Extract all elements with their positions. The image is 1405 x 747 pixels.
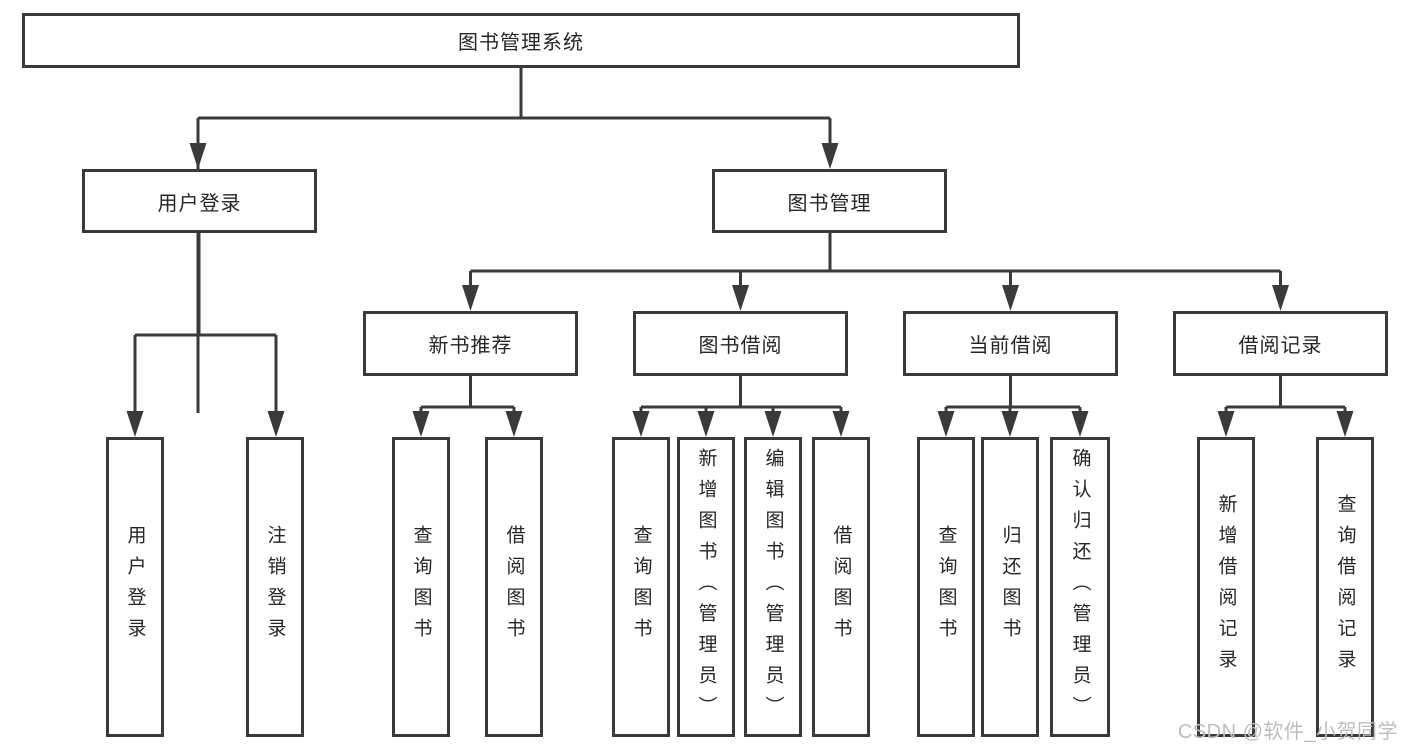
leaf-bb-add-books-admin: 新增图书（管理员）: [677, 437, 735, 737]
arrowhead-bb-add: [697, 411, 715, 437]
leaf-logout-label: 注销登录: [264, 525, 286, 649]
leaf-bb-query-books-label: 查询图书: [630, 525, 652, 649]
leaf-bb-add-books-admin-label: 新增图书（管理员）: [695, 447, 717, 727]
node-borrow-records-label: 借阅记录: [1238, 335, 1323, 357]
node-book-management-label: 图书管理: [787, 192, 872, 215]
node-new-book-recommend: 新书推荐: [363, 311, 578, 376]
leaf-nbr-borrow-books: 借阅图书: [485, 437, 543, 737]
arrowhead-bb-query: [632, 411, 650, 437]
arrowhead-leaf-login: [126, 411, 144, 437]
leaf-bb-query-books: 查询图书: [612, 437, 670, 737]
arrowhead-cb-query: [937, 411, 955, 437]
new-book-recommend-branch-line: [419, 376, 516, 415]
leaf-logout: 注销登录: [246, 437, 304, 737]
arrowhead-new-book-recommend: [462, 285, 479, 311]
leaf-bb-borrow-books-label: 借阅图书: [830, 525, 852, 649]
user-login-branch-line: [133, 233, 278, 413]
arrowhead-user-login: [189, 143, 207, 169]
node-user-login-label: 用户登录: [157, 192, 242, 215]
node-current-borrow: 当前借阅: [903, 311, 1118, 376]
current-borrow-branch-line: [944, 376, 1082, 415]
arrowhead-br-query: [1336, 411, 1354, 437]
arrowhead-br-add: [1217, 411, 1235, 437]
leaf-br-add-record: 新增借阅记录: [1197, 437, 1255, 737]
node-current-borrow-label: 当前借阅: [968, 335, 1053, 357]
node-book-borrow-label: 图书借阅: [698, 335, 783, 357]
leaf-cb-return-books-label: 归还图书: [999, 525, 1021, 649]
leaf-cb-return-books: 归还图书: [981, 437, 1039, 737]
node-borrow-records: 借阅记录: [1173, 311, 1388, 376]
arrowhead-leaf-logout: [267, 411, 285, 437]
leaf-nbr-query-books: 查询图书: [392, 437, 450, 737]
book-borrow-branch-line: [639, 376, 843, 415]
leaf-bb-edit-books-admin: 编辑图书（管理员）: [744, 437, 802, 737]
leaf-br-query-record-label: 查询借阅记录: [1334, 494, 1356, 680]
node-user-login: 用户登录: [82, 169, 317, 233]
node-book-borrow: 图书借阅: [633, 311, 848, 376]
leaf-cb-confirm-return-admin-label: 确认归还（管理员）: [1069, 447, 1091, 727]
leaf-bb-borrow-books: 借阅图书: [812, 437, 870, 737]
leaf-cb-query-books: 查询图书: [917, 437, 975, 737]
arrowhead-book-borrow: [732, 285, 749, 311]
node-root: 图书管理系统: [22, 13, 1020, 68]
arrowhead-nbr-query: [412, 411, 430, 437]
node-new-book-recommend-label: 新书推荐: [428, 335, 513, 357]
leaf-nbr-query-books-label: 查询图书: [410, 525, 432, 649]
borrow-records-branch-line: [1224, 376, 1347, 415]
leaf-nbr-borrow-books-label: 借阅图书: [503, 525, 525, 649]
arrowhead-cb-confirm: [1071, 411, 1089, 437]
arrowhead-book-management: [821, 143, 839, 169]
leaf-br-query-record: 查询借阅记录: [1316, 437, 1374, 737]
leaf-user-login-label: 用户登录: [124, 525, 146, 649]
arrowhead-bb-borrow: [832, 411, 850, 437]
node-root-label: 图书管理系统: [458, 32, 584, 54]
arrowhead-borrow-records: [1272, 285, 1289, 311]
leaf-cb-confirm-return-admin: 确认归还（管理员）: [1050, 437, 1110, 737]
arrowhead-cb-return: [1001, 411, 1019, 437]
node-book-management: 图书管理: [712, 169, 947, 233]
arrowhead-current-borrow: [1002, 285, 1019, 311]
leaf-user-login: 用户登录: [106, 437, 164, 737]
leaf-br-add-record-label: 新增借阅记录: [1215, 494, 1237, 680]
watermark: CSDN @软件_小贺同学: [1177, 721, 1398, 743]
leaf-cb-query-books-label: 查询图书: [935, 525, 957, 649]
arrowhead-nbr-borrow: [505, 411, 523, 437]
leaf-bb-edit-books-admin-label: 编辑图书（管理员）: [762, 447, 784, 727]
arrowhead-bb-edit: [764, 411, 782, 437]
root-branch-line: [196, 68, 832, 413]
book-management-branch-line: [469, 233, 1282, 287]
